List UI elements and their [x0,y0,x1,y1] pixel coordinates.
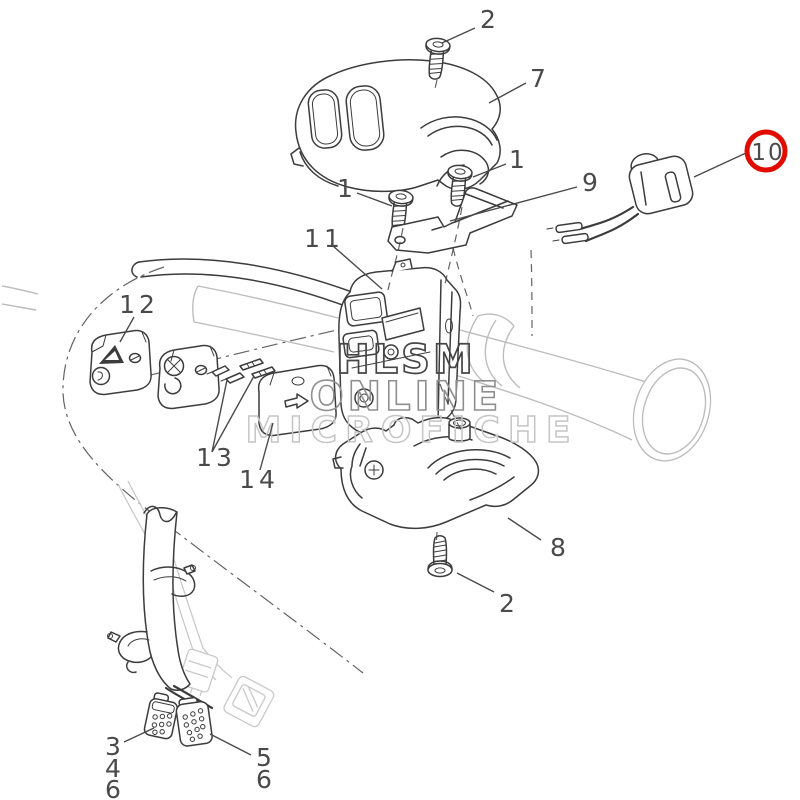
watermark-line-2: ONLINE [310,374,503,420]
part-label-1-right[interactable]: 1 [509,145,525,174]
connector-left [143,692,179,740]
part-label-9[interactable]: 9 [582,168,598,197]
bracket [387,187,518,254]
watermark-line-3: MICROFICHE [245,410,578,451]
upper-cover [290,59,501,193]
hazard-triangle-icon [99,345,124,364]
part-label-3[interactable]: 3 [105,732,121,761]
turn-arrow-icon [284,393,309,409]
passing-light-icon [163,355,185,377]
part-label-11[interactable]: 11 [304,224,344,253]
ignition-symbol-icon [91,366,111,386]
dimmer-switch [157,344,220,410]
grip-end [632,358,712,462]
ghost-connectors [117,480,275,728]
turn-signal-switch [257,364,337,437]
part-label-10[interactable]: 10 [751,140,784,166]
assembly-dashed-lines [387,79,533,548]
cable [131,258,371,308]
part-label-14[interactable]: 14 [239,465,279,494]
part-label-2-bottom[interactable]: 2 [499,589,515,618]
part-label-4[interactable]: 4 [105,754,121,783]
watermark-line-1: HLSM [336,337,476,383]
handlebar [1,285,712,462]
hazard-switch [89,329,152,396]
starter-switch [546,153,694,245]
part-labels: 2 7 1 1 9 10 11 12 13 14 8 2 3 4 6 5 6 [105,5,788,800]
highlight-circle[interactable] [744,129,788,173]
part-label-1-left[interactable]: 1 [337,174,353,203]
switch-housing [338,258,462,453]
cable-clamp-upper [150,564,196,597]
label-leader-lines [119,27,747,756]
part-label-5[interactable]: 5 [256,743,272,772]
connector-right [175,696,213,747]
cable-clamp-lower [107,630,152,674]
part-label-8[interactable]: 8 [550,533,566,562]
screw-bottom [427,535,453,578]
part-label-2-top[interactable]: 2 [480,5,496,34]
beam-icon [164,377,182,395]
part-label-6-right[interactable]: 6 [256,765,272,794]
watermark: HLSM ONLINE MICROFICHE [245,336,578,452]
part-label-13[interactable]: 13 [196,443,236,472]
lower-housing [332,416,540,530]
part-label-7[interactable]: 7 [530,64,546,93]
part-label-6-left[interactable]: 6 [105,775,121,800]
part-label-12[interactable]: 12 [119,290,159,319]
wire-harness [107,505,214,747]
